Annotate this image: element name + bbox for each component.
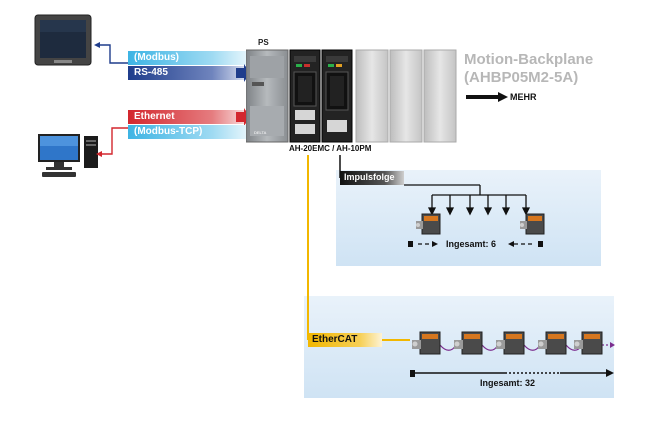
backplane-title-line1: Motion-Backplane <box>464 51 594 68</box>
impulsfolge-label: Impulsfolge <box>344 172 395 182</box>
servo-motor-icon <box>538 331 567 355</box>
modbus-tcp-label: (Modbus-TCP) <box>134 126 203 137</box>
power-supply-module: DELTA <box>246 49 289 143</box>
rs485-label: RS-485 <box>134 67 168 78</box>
servo-motor-icon <box>412 331 441 355</box>
pulse-panel <box>336 170 601 266</box>
hmi-touchscreen-icon <box>34 14 92 66</box>
rs485-bar <box>128 66 248 80</box>
ethernet-bar <box>128 110 248 124</box>
impulsfolge-bar <box>340 171 404 185</box>
modbus-tcp-bar <box>128 125 248 139</box>
ethercat-bar <box>308 333 382 347</box>
ingesamt-6-label: Ingesamt: 6 <box>446 239 497 249</box>
ah20emc-module <box>289 49 321 143</box>
servo-motor-icon <box>574 331 603 355</box>
servo-motor-icon <box>496 331 525 355</box>
ah10pm-module <box>321 49 353 143</box>
ethernet-label: Ethernet <box>134 111 175 122</box>
ps-label: PS <box>258 38 269 47</box>
mehr-arrow-icon <box>466 92 508 102</box>
svg-text:DELTA: DELTA <box>254 130 267 135</box>
backplane-title-line2: (AHBP05M2-5A) <box>464 69 579 86</box>
desktop-computer-icon <box>38 134 98 177</box>
motion-backplane: DELTA <box>246 49 457 143</box>
servo-motor-icon <box>454 331 483 355</box>
servo-motor-icon <box>520 213 545 235</box>
modbus-bar <box>128 51 248 65</box>
ingesamt-32-label: Ingesamt: 32 <box>480 378 536 388</box>
module-label: AH-20EMC / AH-10PM <box>289 144 372 153</box>
modbus-label: (Modbus) <box>134 52 179 63</box>
mehr-label: MEHR <box>510 92 537 102</box>
servo-motor-icon <box>416 213 441 235</box>
ethercat-label: EtherCAT <box>312 334 358 345</box>
